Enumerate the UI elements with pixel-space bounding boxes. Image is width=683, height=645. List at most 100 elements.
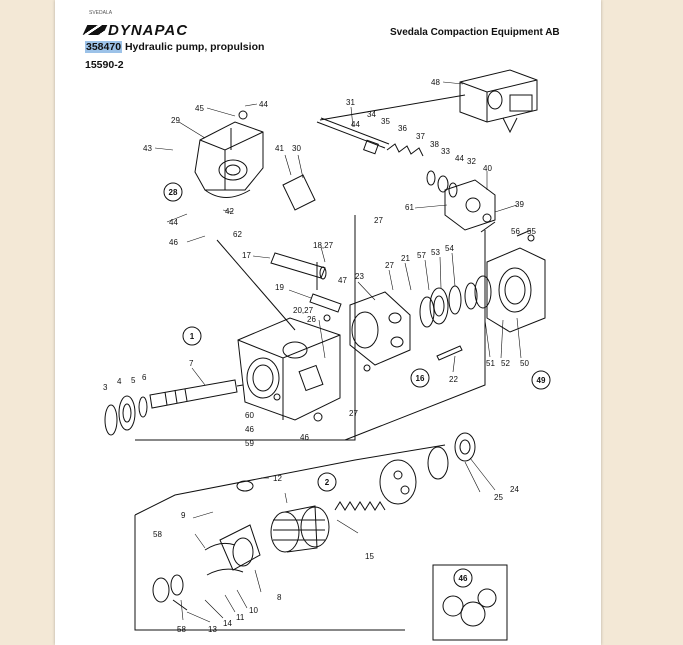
leader-lines — [154, 81, 522, 623]
callout-circle-2 — [317, 472, 337, 492]
callout-circle-16 — [410, 368, 430, 388]
part-label: 58 — [153, 530, 162, 539]
part-label: 13 — [208, 625, 217, 634]
logo-text: DYNAPAC — [108, 22, 189, 39]
part-label: 14 — [223, 619, 232, 628]
part-label: 15 — [365, 552, 374, 561]
drawing-number: 15590-2 — [85, 59, 124, 71]
part-label: 4 — [117, 377, 122, 386]
document-page: SVEDALA DYNAPAC Svedala Compaction Equip… — [55, 0, 601, 645]
part-label: 48 — [431, 78, 440, 87]
part-label: 37 — [416, 132, 425, 141]
dynapac-logo: DYNAPAC — [82, 22, 189, 39]
callout-circle-49 — [531, 370, 551, 390]
part-label: 44 — [455, 154, 464, 163]
part-label: 43 — [143, 144, 152, 153]
control-valve-17 — [270, 252, 342, 322]
part-label: 33 — [441, 147, 450, 156]
part-label: 57 — [417, 251, 426, 260]
part-label: 34 — [367, 110, 376, 119]
valve-block-48 — [459, 69, 538, 134]
cover-plate-40 — [444, 179, 496, 233]
sleeve-30 — [282, 174, 316, 211]
exploded-view-diagram: 28 1 16 49 2 46 48 45 44 31 34 35 29 44 … — [103, 69, 551, 641]
part-label: 52 — [501, 359, 510, 368]
pump-housing-1 — [237, 317, 341, 422]
housing-29 — [194, 110, 264, 198]
part-label: 53 — [431, 248, 440, 257]
part-label: 5 — [131, 376, 136, 385]
part-label: 51 — [486, 359, 495, 368]
callout-circle-28 — [163, 182, 183, 202]
part-label: 46 — [300, 433, 309, 442]
callout-49[interactable]: 49 — [537, 376, 546, 385]
part-label: 7 — [189, 359, 194, 368]
callout-16[interactable]: 16 — [416, 374, 425, 383]
swash-plate-8 — [204, 524, 261, 576]
part-label: 27 — [374, 216, 383, 225]
flange-50 — [486, 229, 546, 333]
lower-seals — [152, 574, 188, 611]
valve-plate — [379, 432, 476, 505]
part-label: 18,27 — [313, 241, 334, 250]
seal-kit-bag-46 — [432, 564, 508, 641]
callout-2[interactable]: 2 — [325, 478, 330, 487]
part-label: 38 — [430, 140, 439, 149]
part-label: 11 — [236, 613, 245, 622]
company-name: Svedala Compaction Equipment AB — [390, 27, 560, 38]
part-label: 10 — [249, 606, 258, 615]
part-label: 24 — [510, 485, 519, 494]
part-label: 41 — [275, 144, 284, 153]
part-label: 27 — [349, 409, 358, 418]
bearings — [419, 275, 492, 328]
callout-1[interactable]: 1 — [190, 332, 195, 341]
part-label: 6 — [142, 373, 147, 382]
part-label: 20,27 — [293, 306, 314, 315]
part-label: 8 — [277, 593, 282, 602]
part-label: 54 — [445, 244, 454, 253]
part-label: 25 — [494, 493, 503, 502]
part-title: Hydraulic pump, propulsion — [124, 41, 265, 53]
bolt-22 — [436, 345, 463, 361]
part-label: 19 — [275, 283, 284, 292]
part-label: 23 — [355, 272, 364, 281]
callout-46[interactable]: 46 — [459, 574, 468, 583]
part-label: 36 — [398, 124, 407, 133]
part-label: 26 — [307, 315, 316, 324]
part-label: 39 — [515, 200, 524, 209]
part-label: 60 — [245, 411, 254, 420]
part-label: 59 — [245, 439, 254, 448]
part-label: 61 — [405, 203, 414, 212]
part-label: 44 — [259, 100, 268, 109]
control-piston-stack — [316, 117, 458, 198]
part-label: 50 — [520, 359, 529, 368]
part-label: 56 — [511, 227, 520, 236]
drive-shaft-7 — [149, 379, 244, 409]
spring-row — [334, 501, 386, 511]
part-label: 46 — [169, 238, 178, 247]
part-label: 17 — [242, 251, 251, 260]
part-label: 55 — [527, 227, 536, 236]
part-number[interactable]: 358470 — [85, 41, 123, 53]
part-label: 42 — [225, 207, 234, 216]
cylinder-block-15 — [270, 505, 330, 553]
part-label: 22 — [449, 375, 458, 384]
shaft-seals — [104, 395, 148, 436]
part-label: 44 — [351, 120, 360, 129]
callout-28[interactable]: 28 — [169, 188, 178, 197]
part-label: 3 — [103, 383, 108, 392]
part-label: 46 — [245, 425, 254, 434]
part-label: 29 — [171, 116, 180, 125]
part-label: 27 — [385, 261, 394, 270]
callout-circle-46 — [453, 568, 473, 588]
end-plate-16 — [349, 291, 411, 372]
part-heading: 358470 Hydraulic pump, propulsion — [85, 41, 264, 53]
part-label: 47 — [338, 276, 347, 285]
cap-12 — [236, 480, 254, 492]
part-label: 21 — [401, 254, 410, 263]
logo-subtext: SVEDALA — [89, 10, 113, 16]
part-label: 12 — [273, 474, 282, 483]
part-label: 9 — [181, 511, 186, 520]
part-label: 62 — [233, 230, 242, 239]
part-label: 35 — [381, 117, 390, 126]
